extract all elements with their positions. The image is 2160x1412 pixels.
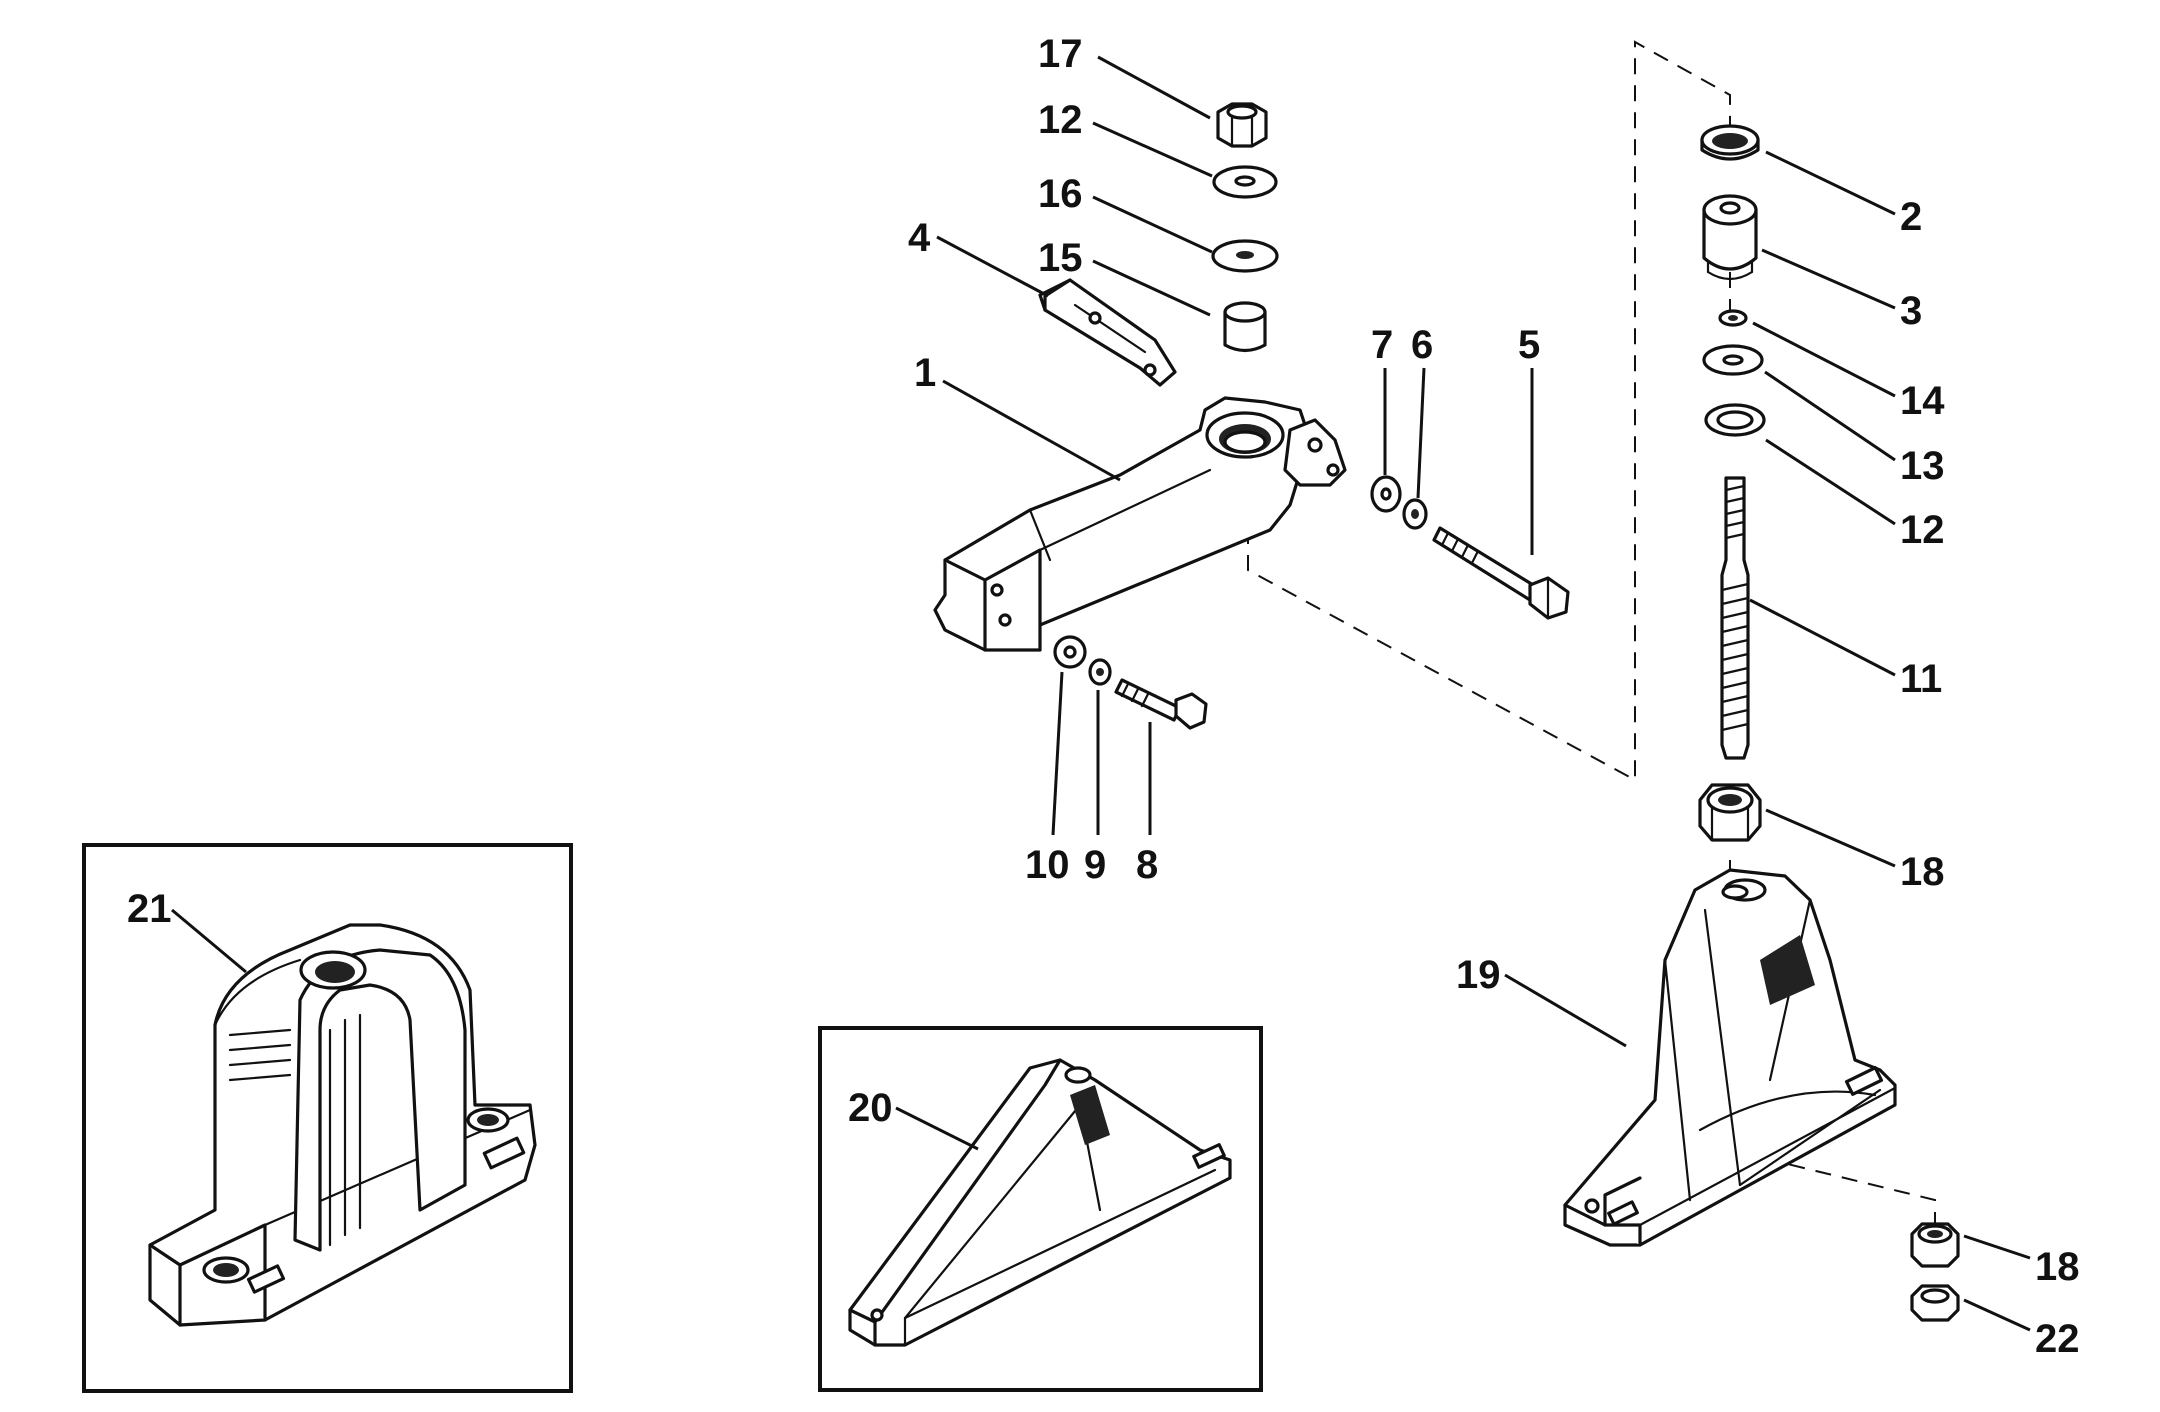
callout-17: 17: [1038, 32, 1083, 76]
callout-12-top: 12: [1038, 98, 1083, 142]
part-11-stud: [1720, 476, 1750, 760]
callout-21: 21: [127, 887, 172, 931]
part-19-pedestal: [1563, 868, 1897, 1247]
part-15-sleeve: [1223, 301, 1267, 353]
callout-7: 7: [1371, 323, 1393, 367]
part-14-washer: [1718, 309, 1748, 327]
callout-5: 5: [1518, 323, 1540, 367]
callout-20: 20: [848, 1086, 893, 1130]
callout-16: 16: [1038, 172, 1083, 216]
part-7-washer: [1370, 475, 1402, 513]
callout-10: 10: [1025, 843, 1070, 887]
part-17-locknut: [1216, 102, 1268, 148]
callout-labels: 17 12 16 15 4 1 7 6 5 10 9 8 2 3 14 13 1…: [127, 32, 2080, 1361]
callout-4: 4: [908, 216, 931, 260]
callout-11: 11: [1900, 657, 1942, 701]
callout-12-right: 12: [1900, 508, 1945, 552]
part-12-washer-top: [1212, 165, 1278, 199]
part-12-washer-right: [1704, 403, 1766, 437]
part-2-cup: [1700, 124, 1760, 161]
part-18-nut-lower: [1910, 1222, 1960, 1268]
part-5-bolt: [1432, 526, 1570, 620]
callout-1: 1: [914, 351, 936, 395]
callout-18-lower: 18: [2035, 1245, 2080, 1289]
inset-part-20: [818, 1026, 1263, 1392]
part-3-bushing: [1702, 194, 1758, 281]
callout-22: 22: [2035, 1317, 2080, 1361]
part-4-bracket: [1038, 278, 1177, 387]
part-13-washer: [1702, 344, 1764, 376]
part-18-nut-upper: [1698, 783, 1762, 842]
part-16-washer: [1211, 239, 1279, 273]
callout-2: 2: [1900, 195, 1922, 239]
inset-part-21: [82, 843, 573, 1393]
callout-15: 15: [1038, 236, 1083, 280]
callout-8: 8: [1136, 843, 1158, 887]
part-6-lockwasher: [1402, 498, 1428, 530]
callout-6: 6: [1411, 323, 1433, 367]
callout-9: 9: [1084, 843, 1106, 887]
part-1-mount-arm: [933, 396, 1347, 652]
callout-18-upper: 18: [1900, 850, 1945, 894]
leader-lines: [171, 55, 2031, 1332]
callout-14: 14: [1900, 379, 1945, 423]
part-10-washer: [1053, 635, 1087, 669]
part-8-bolt: [1114, 678, 1208, 730]
callout-19: 19: [1456, 953, 1501, 997]
callout-13: 13: [1900, 444, 1945, 488]
part-9-lockwasher: [1088, 658, 1112, 686]
part-22-nut: [1910, 1284, 1960, 1322]
callout-3: 3: [1900, 289, 1922, 333]
